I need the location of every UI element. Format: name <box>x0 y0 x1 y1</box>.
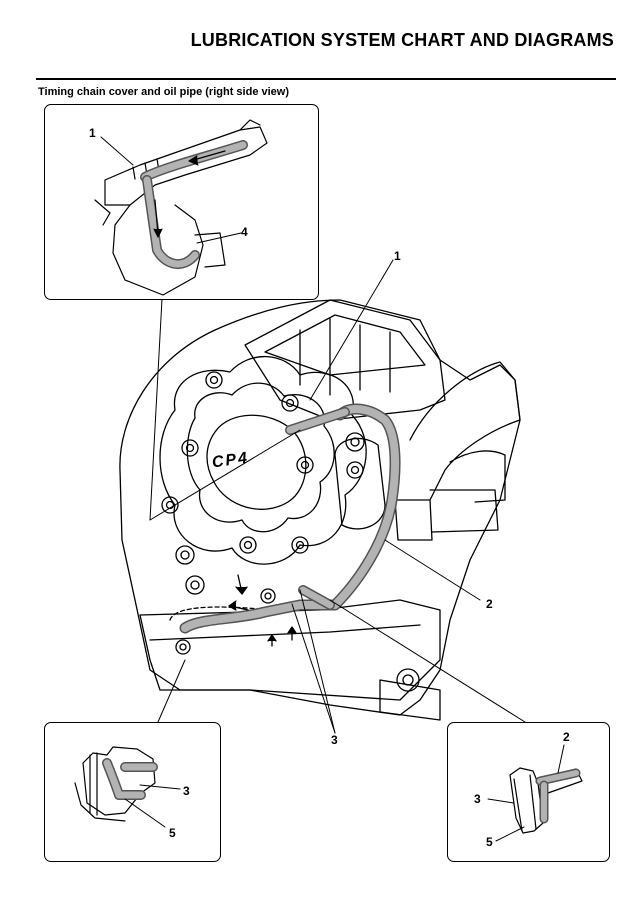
leader-main-3a <box>291 603 336 734</box>
leader-main-2 <box>384 539 481 601</box>
leader-right-inset <box>329 599 526 723</box>
leader-main-1 <box>309 259 394 401</box>
leader-left-inset <box>157 659 186 723</box>
lower-crankcase <box>139 599 441 701</box>
engine-outline <box>119 299 521 716</box>
inset-top: 1 4 <box>44 104 319 300</box>
callout-top-inset-1: 1 <box>89 126 96 140</box>
header-rule <box>36 78 616 80</box>
leader-main-3b <box>299 589 336 734</box>
inset-top-drawing <box>94 119 268 296</box>
callout-main-1: 1 <box>394 249 401 263</box>
callout-main-2: 2 <box>486 597 493 611</box>
callout-left-inset-3: 3 <box>183 784 190 798</box>
page-title: LUBRICATION SYSTEM CHART AND DIAGRAMS <box>190 30 614 50</box>
inset-bottom-right-drawing <box>487 744 583 842</box>
exhaust-pipe <box>409 361 521 501</box>
inset-bottom-right: 2 3 5 <box>447 722 610 862</box>
callout-left-inset-5: 5 <box>169 826 176 840</box>
inset-bottom-left-drawing <box>74 746 181 828</box>
timing-chain-cover <box>159 355 367 565</box>
callout-right-inset-5: 5 <box>486 835 493 849</box>
cover-bolts <box>161 371 420 692</box>
leader-top-inset <box>149 298 301 521</box>
callout-right-inset-3: 3 <box>474 792 481 806</box>
section-title: Timing chain cover and oil pipe (right s… <box>38 86 290 98</box>
inset-bottom-left: 3 5 <box>44 722 221 862</box>
callout-main-3: 3 <box>331 733 338 747</box>
callout-top-inset-4: 4 <box>241 225 248 239</box>
callout-right-inset-2: 2 <box>563 730 570 744</box>
